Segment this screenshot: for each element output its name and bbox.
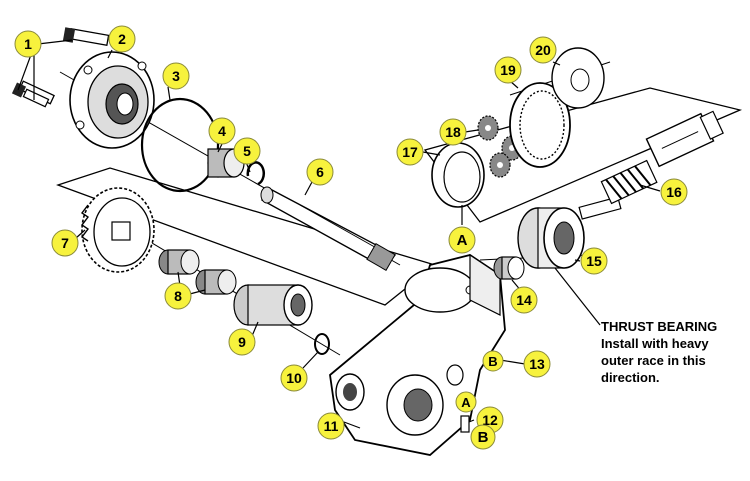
svg-text:A: A (461, 395, 471, 410)
o-ring (140, 97, 220, 193)
callout-3: 3 (162, 62, 190, 90)
callout-11: 11 (317, 412, 345, 440)
svg-text:16: 16 (666, 184, 682, 200)
callout-15: 15 (580, 247, 608, 275)
label-letter-b-bottom: B (470, 424, 496, 450)
svg-text:6: 6 (316, 164, 324, 180)
callout-7: 7 (51, 229, 79, 257)
ring-gear (509, 82, 571, 168)
svg-text:9: 9 (238, 334, 246, 350)
svg-text:1: 1 (24, 36, 32, 52)
thrust-bearing-leader (554, 267, 601, 326)
callout-17: 17 (396, 138, 424, 166)
gear (80, 187, 155, 273)
svg-text:A: A (457, 232, 468, 249)
needle-bearing-4 (207, 148, 245, 178)
svg-text:19: 19 (500, 62, 516, 78)
sleeve (233, 284, 313, 326)
needle-bearing-8b (195, 269, 237, 295)
snap-ring (246, 161, 266, 186)
callout-5: 5 (233, 137, 261, 165)
svg-text:7: 7 (61, 235, 69, 251)
svg-text:13: 13 (529, 356, 545, 372)
shaft (260, 186, 397, 271)
callout-14: 14 (510, 286, 538, 314)
small-ring (314, 333, 330, 355)
svg-text:18: 18 (445, 124, 461, 140)
callout-letter-b: B (482, 350, 504, 372)
svg-text:11: 11 (324, 418, 339, 434)
worm-shaft (578, 110, 724, 220)
callout-13: 13 (523, 350, 551, 378)
callout-6: 6 (306, 158, 334, 186)
callout-19: 19 (494, 56, 522, 84)
svg-text:20: 20 (535, 42, 551, 58)
bolt-upper (62, 27, 110, 46)
needle-bearing-8a (158, 249, 200, 275)
callout-9: 9 (228, 328, 256, 356)
svg-text:3: 3 (172, 68, 180, 84)
callout-16: 16 (660, 178, 688, 206)
svg-text:B: B (488, 354, 497, 369)
ring-17 (431, 142, 485, 208)
note-line-4: direction. (601, 370, 660, 385)
svg-text:B: B (478, 429, 489, 446)
svg-text:10: 10 (286, 370, 302, 386)
callout-10: 10 (280, 364, 308, 392)
svg-text:2: 2 (118, 31, 126, 47)
callout-4: 4 (208, 117, 236, 145)
svg-text:4: 4 (218, 123, 226, 139)
pin (460, 415, 470, 433)
svg-text:8: 8 (174, 288, 182, 304)
svg-text:17: 17 (402, 144, 418, 160)
note-line-3: outer race in this (601, 353, 706, 368)
svg-text:12: 12 (482, 412, 498, 428)
callout-20: 20 (529, 36, 557, 64)
washer (551, 47, 605, 109)
label-letter-a-small: A (455, 391, 477, 413)
svg-text:14: 14 (516, 292, 532, 308)
note-line-1: THRUST BEARING (601, 319, 718, 334)
small-bearing-14 (493, 256, 525, 280)
bolt-lower (11, 80, 55, 108)
callout-18: 18 (439, 118, 467, 146)
callout-1: 1 (14, 30, 42, 58)
end-cover (69, 51, 155, 149)
callout-letter-a: A (448, 226, 476, 254)
thrust-bearing-note: THRUST BEARING Install with heavy outer … (601, 318, 746, 386)
svg-text:15: 15 (586, 253, 602, 269)
callout-2: 2 (108, 25, 136, 53)
callout-8: 8 (164, 282, 192, 310)
svg-text:5: 5 (243, 143, 251, 159)
thrust-bearing (517, 207, 585, 269)
note-line-2: Install with heavy (601, 336, 709, 351)
